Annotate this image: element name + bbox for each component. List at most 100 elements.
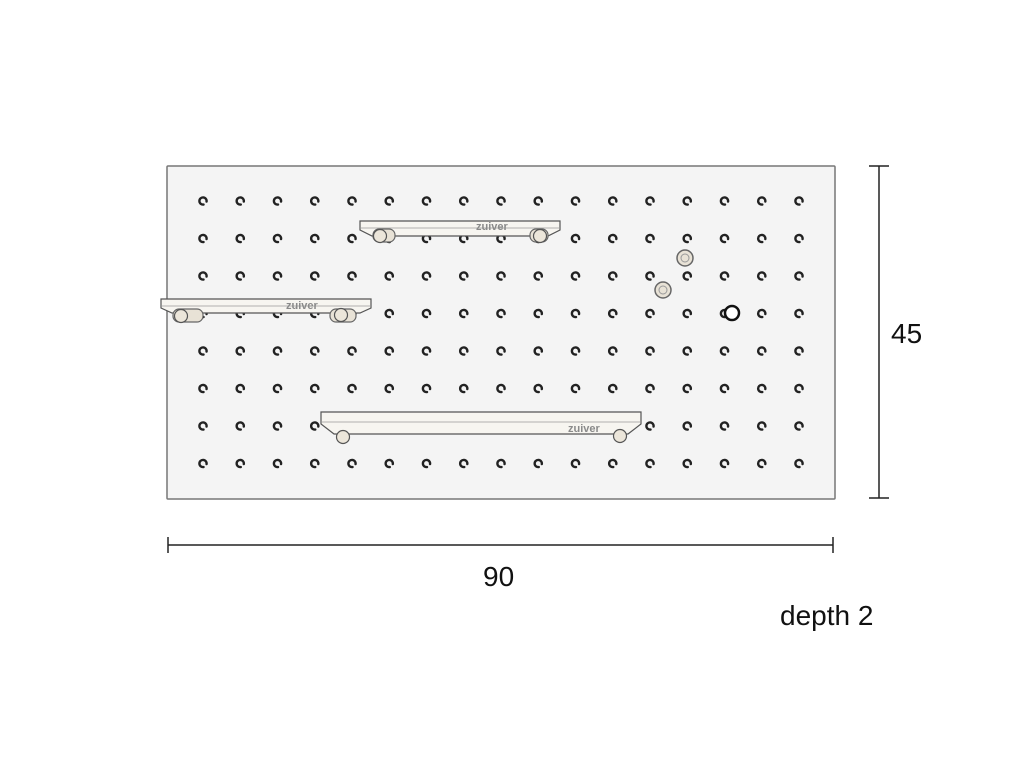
c-shaped-hole-icon bbox=[198, 346, 208, 356]
c-shaped-hole-icon bbox=[645, 308, 655, 319]
left-shelf-peg-left-cap bbox=[173, 308, 189, 324]
c-shaped-hole-icon bbox=[607, 346, 618, 356]
c-shaped-hole-icon bbox=[272, 196, 283, 206]
c-shaped-hole-icon bbox=[235, 346, 246, 356]
c-shaped-hole-icon bbox=[682, 383, 693, 394]
c-shaped-hole-icon bbox=[756, 196, 767, 206]
c-shaped-hole-icon bbox=[421, 271, 432, 281]
c-shaped-hole-icon bbox=[309, 383, 320, 394]
c-shaped-hole-icon bbox=[607, 196, 618, 206]
bottom-shelf-brand-label: zuiver bbox=[568, 423, 601, 435]
c-shaped-hole-icon bbox=[309, 346, 320, 356]
width-dimension: 90 bbox=[167, 537, 834, 592]
c-shaped-hole-icon bbox=[458, 271, 469, 281]
c-shaped-hole-icon bbox=[756, 458, 767, 469]
width-label: 90 bbox=[483, 561, 514, 592]
c-shaped-hole-icon bbox=[347, 233, 357, 244]
c-shaped-hole-icon bbox=[384, 458, 395, 469]
c-shaped-hole-icon bbox=[645, 383, 655, 394]
c-shaped-hole-icon bbox=[607, 233, 618, 244]
c-shaped-hole-icon bbox=[682, 308, 693, 319]
c-shaped-hole-icon bbox=[570, 383, 581, 394]
c-shaped-hole-icon bbox=[384, 308, 395, 319]
c-shaped-hole-icon bbox=[719, 458, 730, 469]
c-shaped-hole-icon bbox=[794, 308, 804, 319]
c-shaped-hole-icon bbox=[607, 383, 618, 394]
c-shaped-hole-icon bbox=[607, 458, 618, 469]
c-shaped-hole-icon bbox=[272, 421, 283, 431]
c-shaped-hole-icon bbox=[570, 458, 581, 469]
loose-peg-lower-inner bbox=[658, 285, 668, 295]
c-shaped-hole-icon bbox=[198, 421, 208, 431]
bottom-shelf-peg-left bbox=[335, 429, 351, 445]
c-shaped-hole-icon bbox=[198, 383, 208, 394]
c-shaped-hole-icon bbox=[384, 346, 395, 356]
c-shaped-hole-icon bbox=[458, 383, 469, 394]
c-shaped-hole-icon bbox=[645, 196, 655, 206]
c-shaped-hole-icon bbox=[347, 346, 357, 356]
c-shaped-hole-icon bbox=[198, 271, 208, 281]
c-shaped-hole-icon bbox=[570, 196, 581, 206]
c-shaped-hole-icon bbox=[533, 346, 544, 356]
c-shaped-hole-icon bbox=[645, 458, 655, 469]
depth-label: depth 2 bbox=[780, 600, 873, 631]
c-shaped-hole-icon bbox=[533, 271, 544, 281]
c-shaped-hole-icon bbox=[794, 196, 804, 206]
c-shaped-hole-icon bbox=[570, 346, 581, 356]
bottom-shelf-peg-right bbox=[612, 428, 628, 444]
c-shaped-hole-icon bbox=[421, 458, 432, 469]
c-shaped-hole-icon bbox=[756, 233, 767, 244]
c-shaped-hole-icon bbox=[458, 346, 469, 356]
c-shaped-hole-icon bbox=[198, 196, 208, 206]
c-shaped-hole-icon bbox=[272, 271, 283, 281]
c-shaped-hole-icon bbox=[496, 346, 506, 356]
c-shaped-hole-icon bbox=[794, 458, 804, 469]
c-shaped-hole-icon bbox=[384, 271, 395, 281]
height-dimension: 45 bbox=[869, 165, 922, 499]
c-shaped-hole-icon bbox=[235, 383, 246, 394]
c-shaped-hole-icon bbox=[272, 233, 283, 244]
loose-peg-upper bbox=[676, 249, 694, 267]
c-shaped-hole-icon bbox=[756, 383, 767, 394]
c-shaped-hole-icon bbox=[794, 383, 804, 394]
c-shaped-hole-icon bbox=[719, 196, 730, 206]
c-shaped-hole-icon bbox=[496, 458, 506, 469]
c-shaped-hole-icon bbox=[607, 308, 618, 319]
c-shaped-hole-icon bbox=[756, 421, 767, 431]
c-shaped-hole-icon bbox=[682, 196, 693, 206]
c-shaped-hole-icon bbox=[533, 383, 544, 394]
inserted-peg-dark bbox=[723, 304, 741, 322]
c-shaped-hole-icon bbox=[309, 271, 320, 281]
loose-pegs bbox=[654, 249, 741, 322]
c-shaped-hole-icon bbox=[719, 346, 730, 356]
pegboard-panel bbox=[166, 165, 836, 500]
c-shaped-hole-icon bbox=[309, 421, 320, 431]
c-shaped-hole-icon bbox=[682, 271, 693, 281]
c-shaped-hole-icon bbox=[272, 383, 283, 394]
loose-peg-lower bbox=[654, 281, 672, 299]
c-shaped-hole-icon bbox=[756, 308, 767, 319]
c-shaped-hole-icon bbox=[309, 196, 320, 206]
c-shaped-hole-icon bbox=[570, 271, 581, 281]
c-shaped-hole-icon bbox=[309, 458, 320, 469]
c-shaped-hole-icon bbox=[794, 271, 804, 281]
c-shaped-hole-icon bbox=[496, 383, 506, 394]
c-shaped-hole-icon bbox=[496, 196, 506, 206]
c-shaped-hole-icon bbox=[645, 271, 655, 281]
height-label: 45 bbox=[891, 318, 922, 349]
c-shaped-hole-icon bbox=[794, 233, 804, 244]
c-shaped-hole-icon bbox=[682, 421, 693, 431]
c-shaped-hole-icon bbox=[384, 383, 395, 394]
c-shaped-hole-icon bbox=[719, 421, 730, 431]
c-shaped-hole-icon bbox=[421, 346, 432, 356]
top-shelf: zuiver bbox=[359, 220, 561, 244]
top-shelf-peg-right-cap bbox=[532, 228, 548, 244]
c-shaped-hole-icon bbox=[645, 346, 655, 356]
c-shaped-hole-icon bbox=[533, 308, 544, 319]
c-shaped-hole-icon bbox=[570, 233, 581, 244]
c-shaped-hole-icon bbox=[347, 271, 357, 281]
c-shaped-hole-icon bbox=[719, 383, 730, 394]
bottom-shelf-board bbox=[320, 411, 642, 435]
c-shaped-hole-icon bbox=[756, 346, 767, 356]
